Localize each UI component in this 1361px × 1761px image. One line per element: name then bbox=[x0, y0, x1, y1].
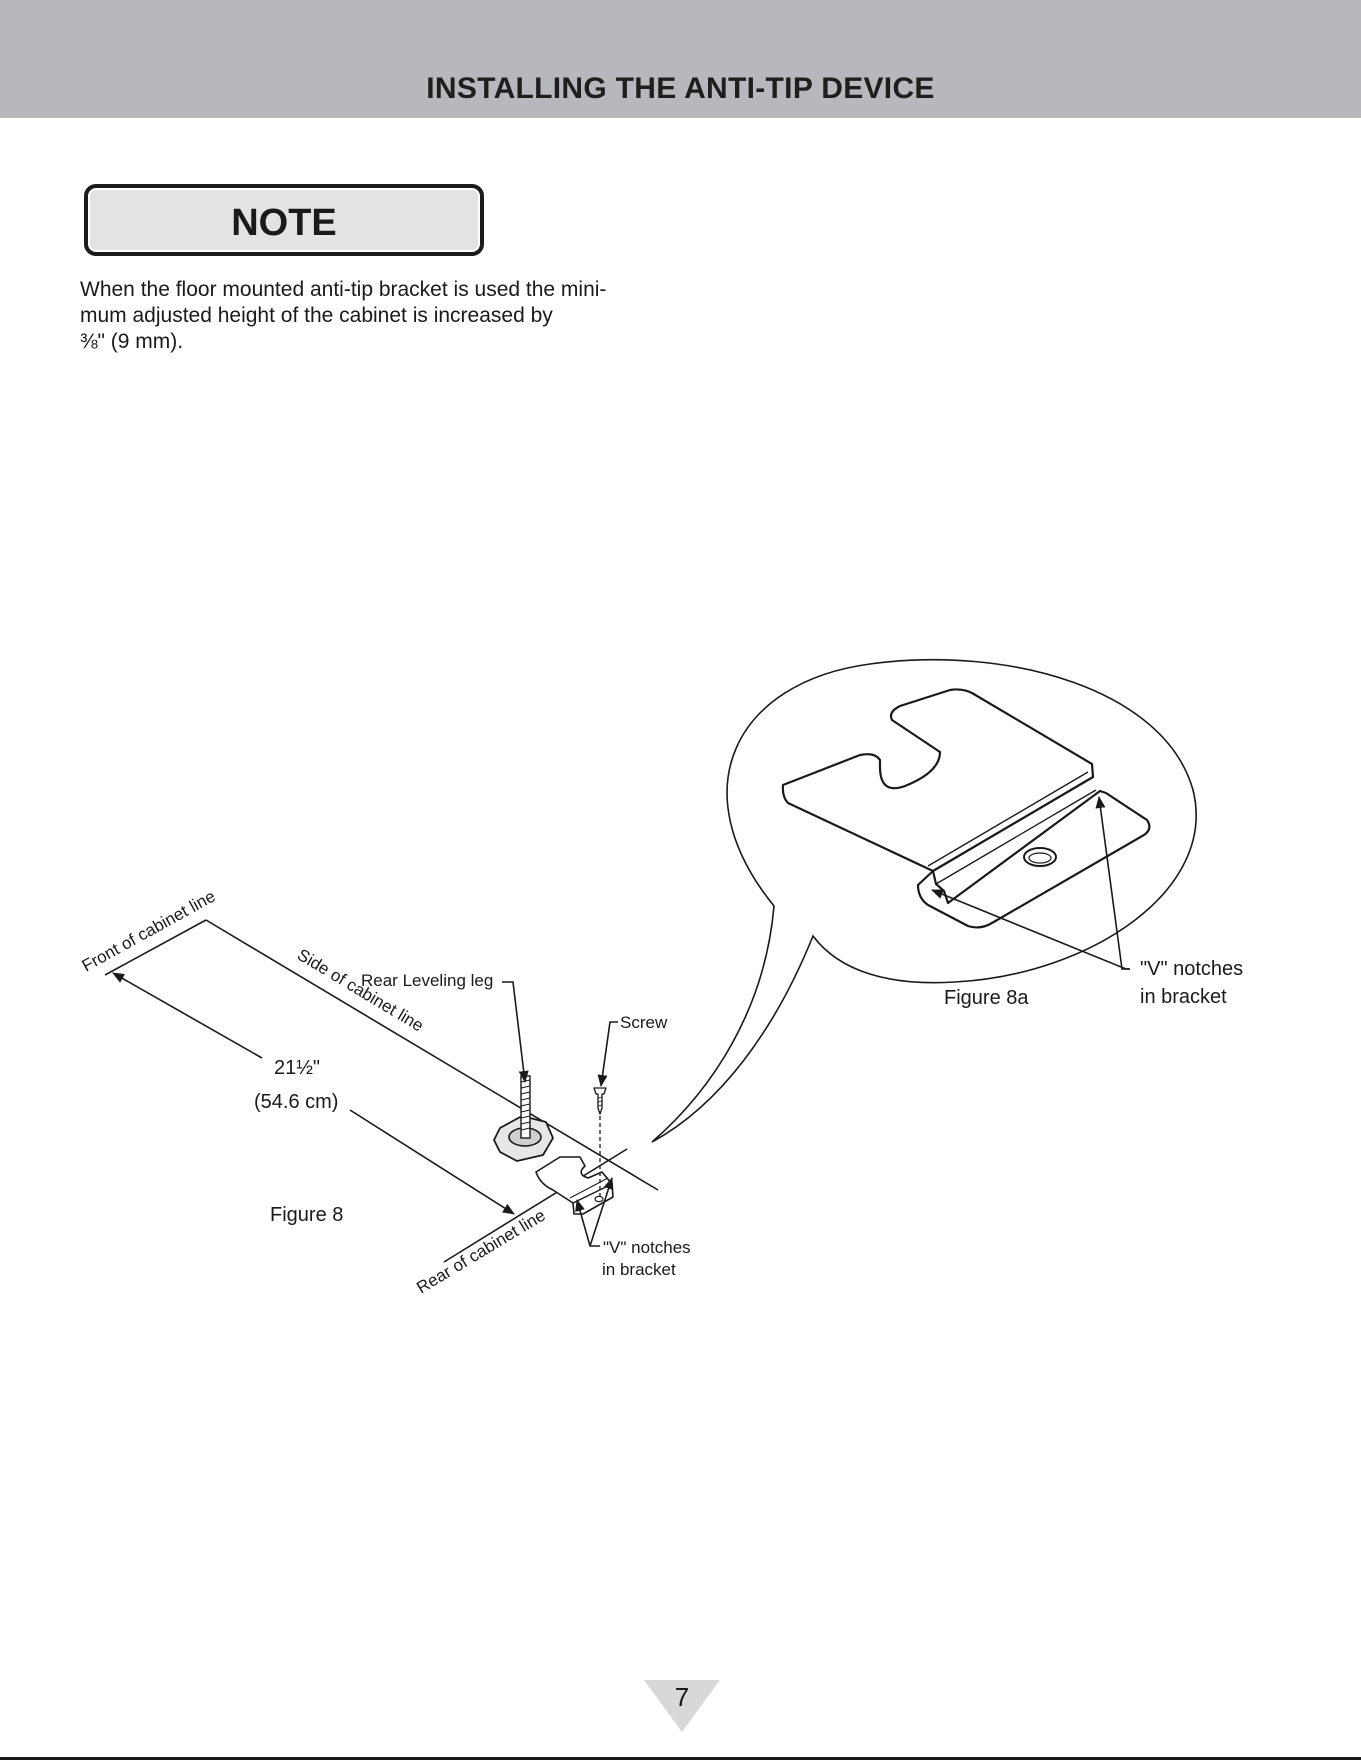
note-line: ⅜" (9 mm). bbox=[80, 330, 184, 353]
screw-leader bbox=[597, 1021, 618, 1087]
front-cabinet-line-label: Front of cabinet line bbox=[79, 886, 219, 975]
dimension-metric: (54.6 cm) bbox=[254, 1091, 338, 1113]
figure-8-notches-label: in bracket bbox=[602, 1260, 676, 1279]
callout-bubble-outline bbox=[651, 658, 1197, 1143]
bracket-bend-line bbox=[935, 789, 1097, 885]
bracket-screw-hole bbox=[1028, 852, 1052, 864]
figure-8a-callout: "V" notches in bracket Figure 8a bbox=[651, 658, 1243, 1143]
figure-8a-notches-label: in bracket bbox=[1140, 986, 1227, 1008]
page-title: INSTALLING THE ANTI-TIP DEVICE bbox=[426, 72, 935, 105]
front-cabinet-line bbox=[104, 919, 207, 976]
figure-8: 21½" (54.6 cm) Front of cabinet line Sid… bbox=[79, 886, 691, 1297]
bracket-bend-line bbox=[927, 771, 1089, 867]
header-band bbox=[0, 0, 1361, 118]
note-line: When the floor mounted anti-tip bracket … bbox=[80, 278, 607, 301]
dimension-arrow bbox=[112, 972, 263, 1059]
figure-8a-caption: Figure 8a bbox=[944, 987, 1029, 1009]
note-box: NOTE bbox=[84, 184, 484, 256]
bracket-screw-hole bbox=[594, 1195, 604, 1203]
note-text: When the floor mounted anti-tip bracket … bbox=[80, 277, 660, 355]
screw-icon bbox=[593, 1087, 607, 1115]
leveling-leg-label: Rear Leveling leg bbox=[361, 971, 493, 990]
bracket-bend-line bbox=[569, 1177, 609, 1199]
v-notch-leader bbox=[931, 889, 1130, 970]
page-number: 7 bbox=[674, 1682, 690, 1712]
dimension-imperial: 21½" bbox=[274, 1057, 320, 1079]
dimension-arrow bbox=[349, 1109, 515, 1215]
bracket-bend-line bbox=[932, 776, 1094, 872]
note-title: NOTE bbox=[231, 202, 337, 244]
screw-label: Screw bbox=[620, 1013, 668, 1032]
note-line: mum adjusted height of the cabinet is in… bbox=[80, 304, 553, 327]
figure-8a-notches-label: "V" notches bbox=[1140, 958, 1243, 980]
rear-cabinet-line bbox=[443, 1148, 628, 1263]
page-number-tab bbox=[644, 1680, 720, 1732]
leveling-leg-leader bbox=[502, 981, 529, 1083]
side-cabinet-line bbox=[205, 919, 659, 1191]
figure-8-notches-label: "V" notches bbox=[603, 1238, 691, 1257]
figure-8-caption: Figure 8 bbox=[270, 1204, 343, 1226]
screw-threads bbox=[597, 1096, 603, 1107]
rear-cabinet-line-label: Rear of cabinet line bbox=[413, 1206, 548, 1298]
bottom-rule bbox=[0, 1757, 1361, 1760]
side-cabinet-line-label: Side of cabinet line bbox=[294, 945, 427, 1035]
v-notch-leader bbox=[1095, 796, 1130, 970]
v-notch-leader bbox=[589, 1177, 614, 1247]
